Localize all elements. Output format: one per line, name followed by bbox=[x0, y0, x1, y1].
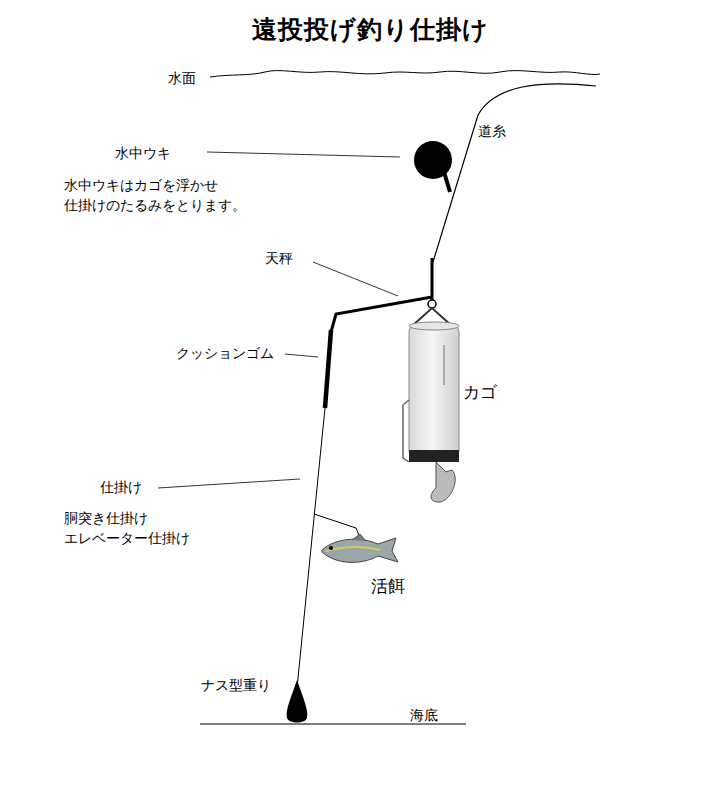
water-surface bbox=[210, 71, 600, 77]
tenbin-shaft bbox=[431, 258, 434, 300]
cage-print bbox=[443, 345, 445, 385]
leader-line bbox=[285, 354, 318, 357]
part-label: 海底 bbox=[410, 705, 438, 725]
part-label: 仕掛け bbox=[100, 477, 142, 497]
sea-bed bbox=[200, 724, 466, 725]
part-label: ナス型重り bbox=[201, 675, 271, 695]
leader-line bbox=[313, 262, 398, 296]
leader-line bbox=[158, 479, 300, 488]
rig-line bbox=[297, 408, 325, 688]
float-stem bbox=[444, 172, 450, 192]
note-text: 胴突き仕掛け エレベーター仕掛け bbox=[64, 508, 229, 549]
cage-top bbox=[409, 322, 459, 330]
leader-line bbox=[207, 152, 400, 157]
cage-clip bbox=[403, 400, 409, 462]
cage-band bbox=[409, 450, 459, 462]
live-bait-fish bbox=[322, 534, 398, 562]
part-label: カゴ bbox=[463, 380, 497, 405]
cage-lid bbox=[431, 462, 455, 502]
part-label: 水面 bbox=[168, 68, 196, 88]
branch-line bbox=[314, 514, 361, 540]
part-label: クッションゴム bbox=[176, 343, 274, 363]
part-label: 天秤 bbox=[265, 248, 293, 268]
part-label: 道糸 bbox=[478, 121, 506, 141]
main-line bbox=[433, 84, 596, 262]
diagram-title: 遠投投げ釣り仕掛け bbox=[252, 12, 489, 48]
part-label: 活餌 bbox=[371, 574, 405, 599]
bait-cage bbox=[409, 324, 459, 458]
cushion-rubber bbox=[325, 330, 331, 408]
part-label: 水中ウキ bbox=[115, 143, 171, 163]
note-text: 水中ウキはカゴを浮かせ 仕掛けのたるみをとります。 bbox=[64, 175, 279, 216]
egg-sinker bbox=[287, 680, 308, 723]
